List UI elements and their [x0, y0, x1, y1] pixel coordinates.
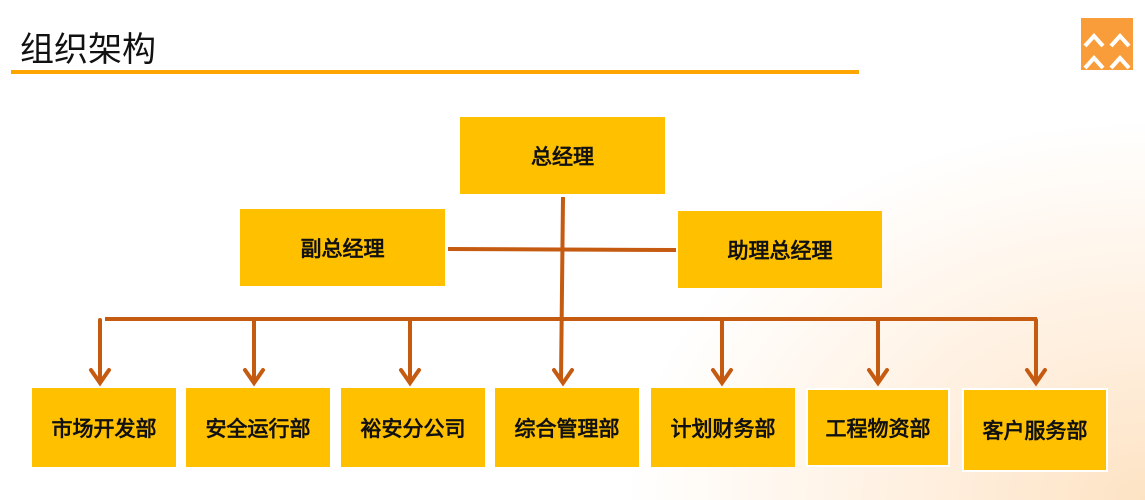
page-title: 组织架构	[20, 30, 156, 70]
logo-icon	[1081, 18, 1133, 70]
assistant-manager-box: 助理总经理	[678, 211, 882, 288]
arrow-head-icon	[867, 368, 889, 387]
deputy-horizontal-line	[447, 247, 677, 252]
department-box: 安全运行部	[186, 388, 330, 467]
arrow-head-icon	[711, 368, 733, 387]
department-box: 综合管理部	[495, 388, 639, 467]
title-underline	[11, 70, 859, 74]
department-box: 计划财务部	[651, 388, 795, 467]
deputy-manager-box: 副总经理	[240, 209, 445, 286]
department-box: 市场开发部	[32, 388, 176, 467]
main-vertical-line	[559, 196, 565, 381]
arrow-head-icon	[552, 368, 574, 387]
arrow-head-icon	[1025, 368, 1047, 387]
department-box: 客户服务部	[962, 388, 1108, 472]
arrow-head-icon	[399, 368, 421, 387]
department-box: 工程物资部	[806, 388, 950, 467]
arrow-head-icon	[89, 368, 111, 387]
arrow-head-icon	[243, 368, 265, 387]
general-manager-box: 总经理	[460, 117, 665, 194]
department-box: 裕安分公司	[341, 388, 485, 467]
